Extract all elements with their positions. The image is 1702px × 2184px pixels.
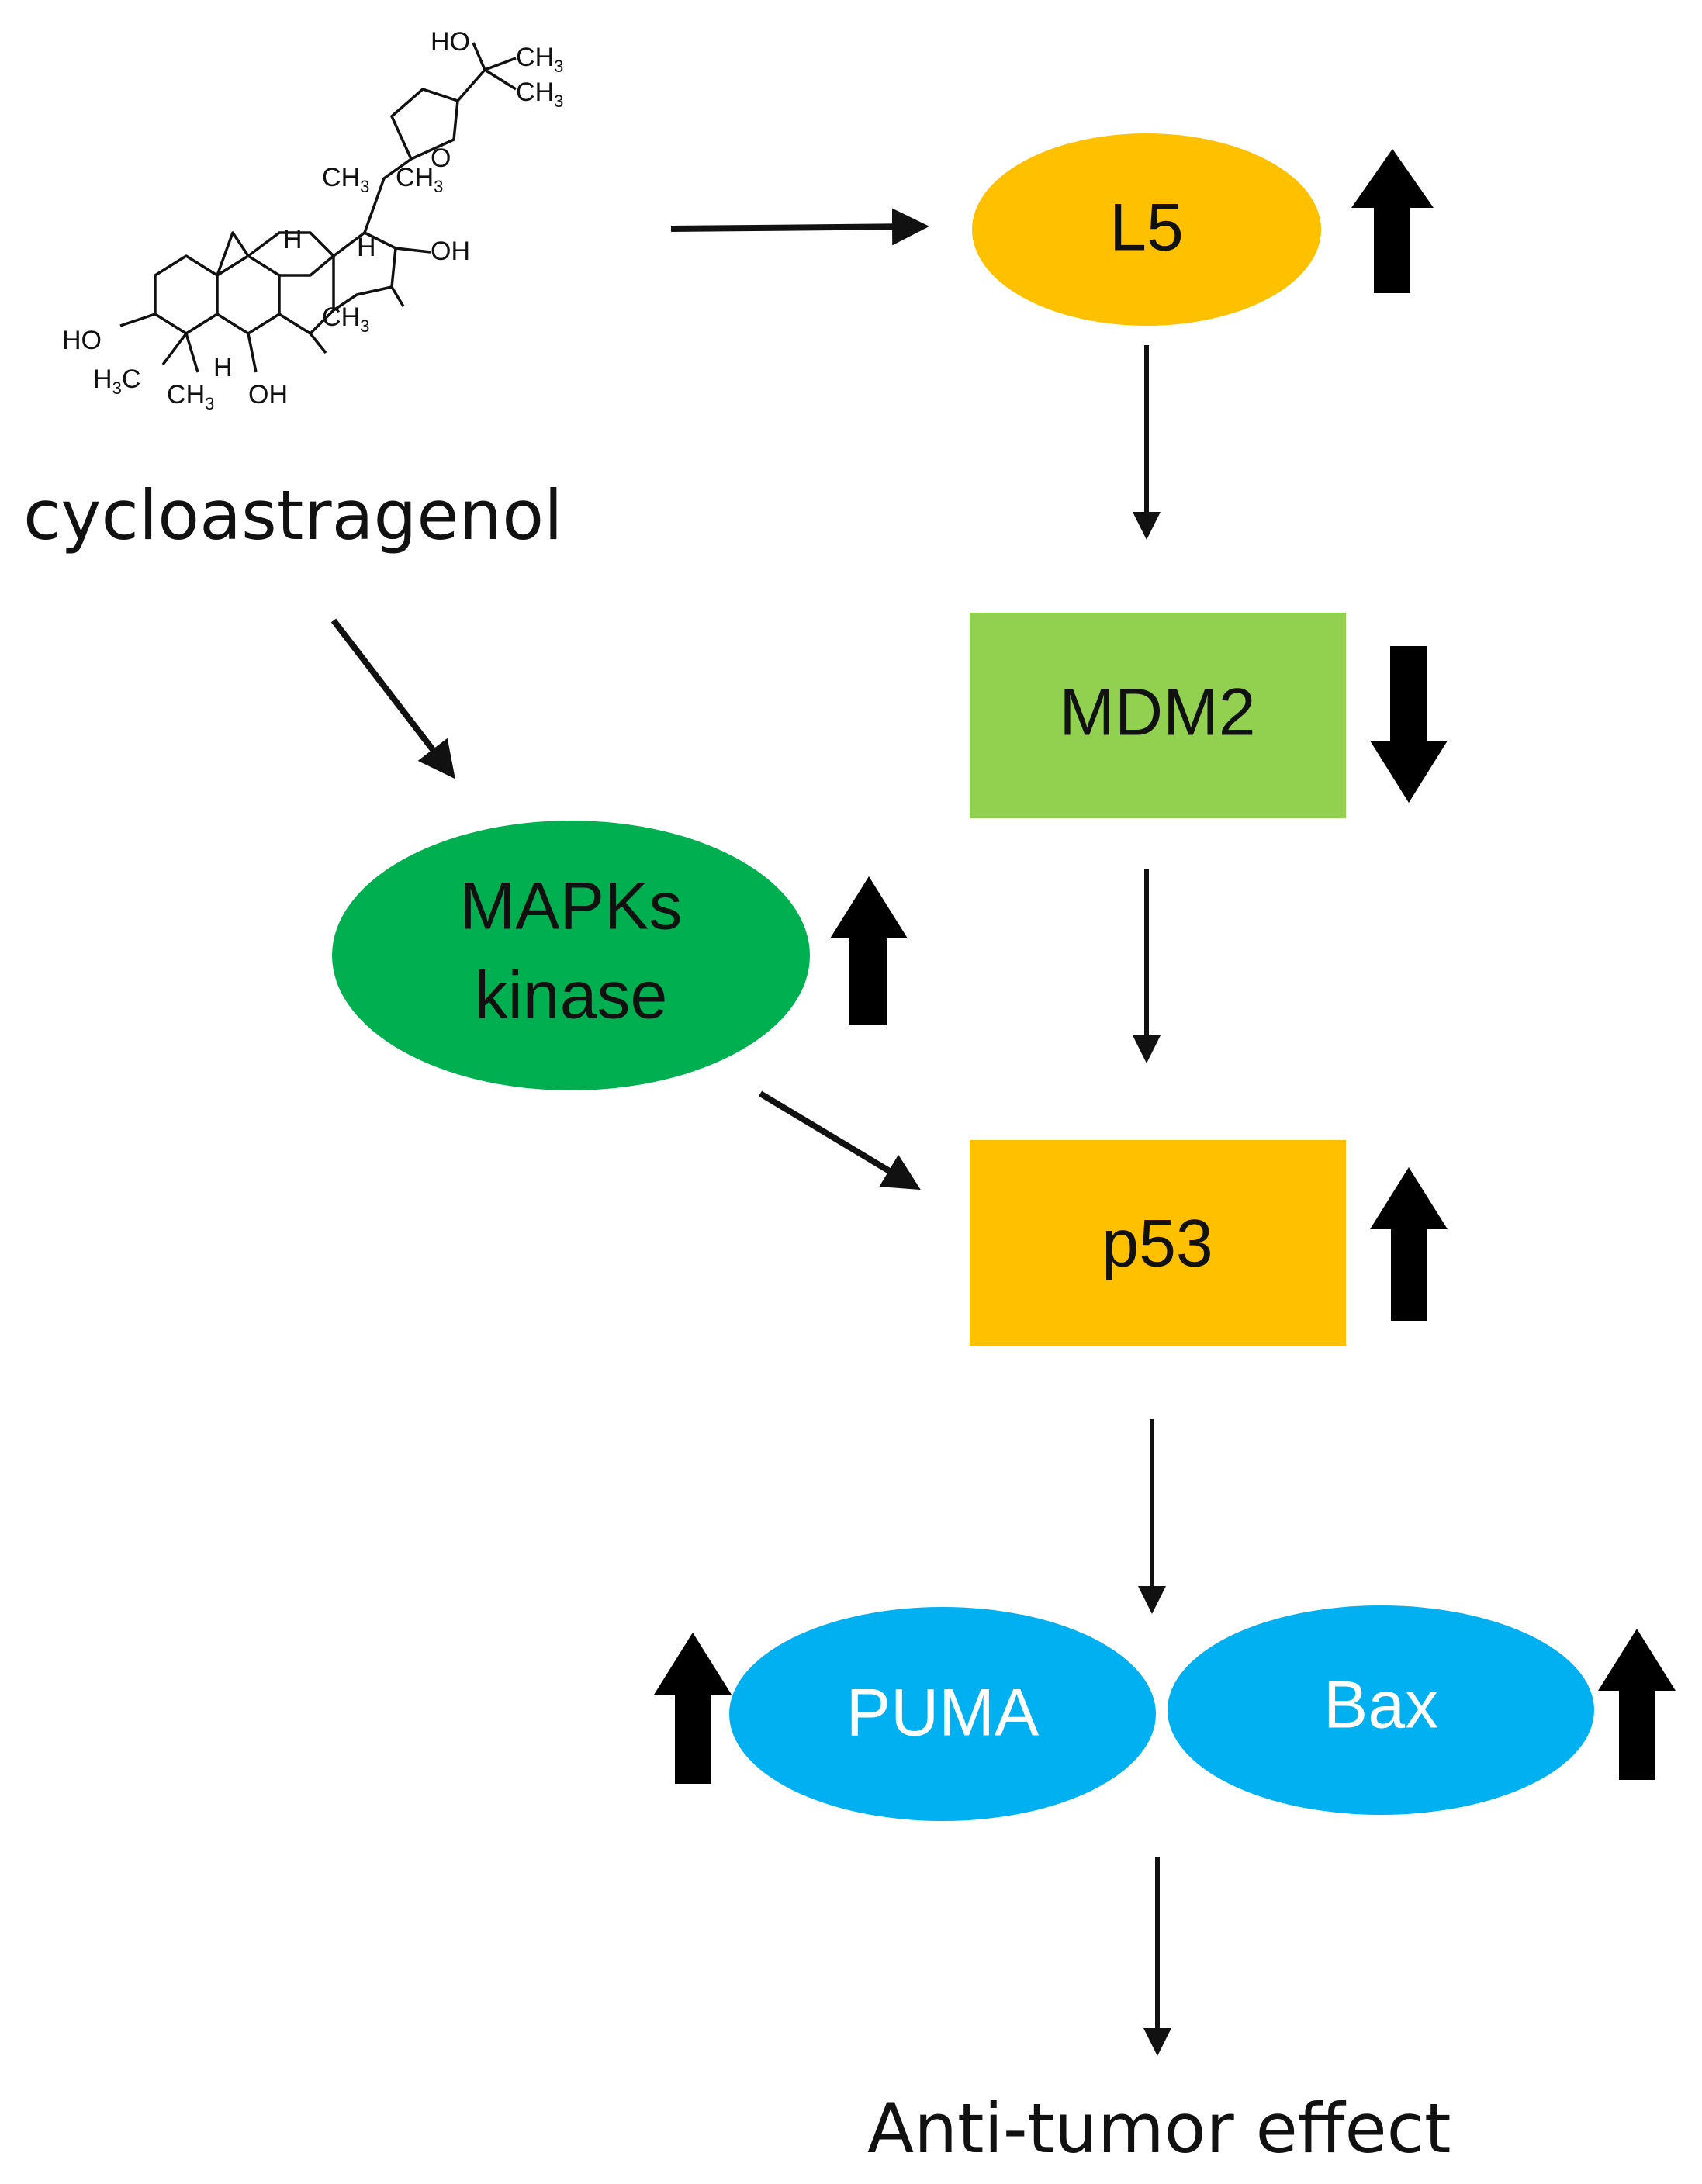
p53-up-arrow-icon <box>1370 1167 1448 1321</box>
bax-label: Bax <box>1323 1668 1438 1743</box>
puma-ellipse <box>729 1607 1156 1821</box>
arrow-cycloastragenol-to-l5 <box>670 208 929 246</box>
arrow-cycloastragenol-to-mapks <box>330 618 455 779</box>
atom-o-ring: O <box>431 143 451 173</box>
node-p53: p53 <box>970 1140 1346 1346</box>
atom-h-c5: H <box>213 353 233 382</box>
atom-ch3-top-b: CH3 <box>516 78 563 111</box>
arrow-mapks-to-p53 <box>758 1090 921 1190</box>
node-puma: PUMA <box>729 1607 1156 1821</box>
node-bax: Bax <box>1168 1605 1594 1815</box>
atom-ch3-c14: CH3 <box>322 302 369 336</box>
mapks-up-arrow-icon <box>830 876 908 1025</box>
mapks-label-line2: kinase <box>475 959 668 1033</box>
mdm2-box <box>970 613 1346 818</box>
atom-ch3-c18: CH3 <box>322 163 369 196</box>
p53-box <box>970 1140 1346 1346</box>
atom-ch3-c4: CH3 <box>167 380 214 413</box>
atom-ho-c3: HO <box>62 326 102 355</box>
atom-ch3-side: CH3 <box>396 163 443 196</box>
mapks-ellipse <box>332 821 810 1090</box>
puma-up-arrow-icon <box>654 1633 732 1784</box>
cycloastragenol-structure: HO CH3 CH3 O CH3 CH3 H OH H CH3 HO H3C C… <box>62 27 563 413</box>
atom-ho-top: HO <box>431 27 470 57</box>
compound-name: cycloastragenol <box>23 475 563 555</box>
bax-up-arrow-icon <box>1598 1629 1676 1780</box>
bax-ellipse <box>1168 1605 1594 1815</box>
mdm2-down-arrow-icon <box>1370 646 1448 803</box>
outcome-label: Anti-tumor effect <box>867 2089 1451 2168</box>
node-l5: L5 <box>972 133 1321 326</box>
l5-label: L5 <box>1109 191 1184 265</box>
l5-up-arrow-icon <box>1351 149 1434 293</box>
atom-h-c17: H <box>357 233 376 262</box>
node-mdm2: MDM2 <box>970 613 1346 818</box>
puma-label: PUMA <box>846 1676 1040 1750</box>
l5-ellipse <box>972 133 1321 326</box>
node-mapks: MAPKs kinase <box>332 821 810 1090</box>
atom-oh-c6: OH <box>248 380 288 410</box>
regulation-indicators <box>654 149 1676 1784</box>
connectors <box>330 208 1171 2056</box>
p53-label: p53 <box>1102 1207 1213 1281</box>
mapks-label-line1: MAPKs <box>460 869 683 944</box>
atom-oh-c16: OH <box>431 237 470 266</box>
atom-ch3-top-a: CH3 <box>516 43 563 76</box>
atom-h3c-c4: H3C <box>93 365 140 398</box>
atom-h-c8: H <box>283 225 303 254</box>
mdm2-label: MDM2 <box>1059 676 1255 750</box>
